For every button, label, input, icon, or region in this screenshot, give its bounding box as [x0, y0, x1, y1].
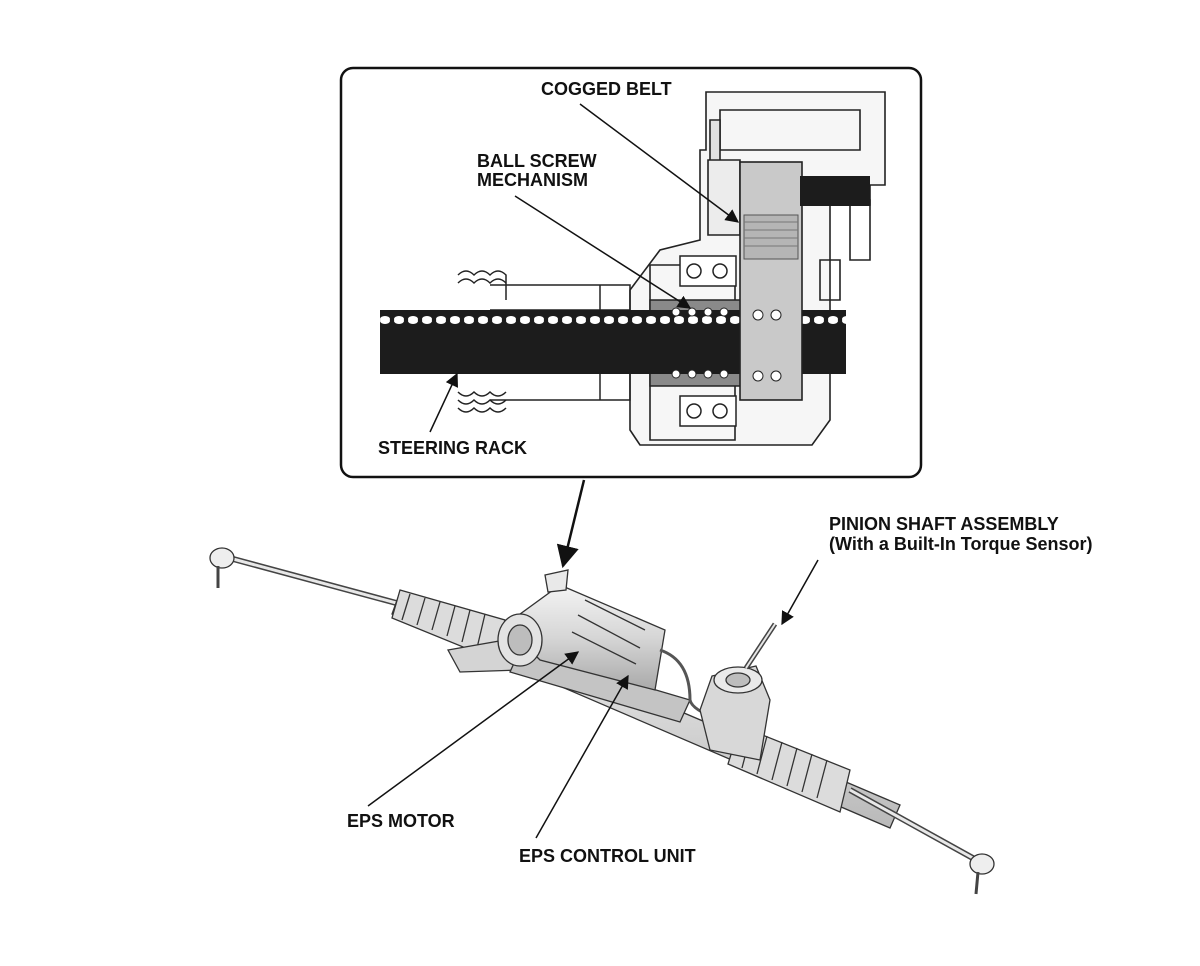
label-cogged-belt: COGGED BELT: [541, 79, 672, 99]
detail-panel: [339, 66, 923, 479]
cogged-belt-detail: [800, 176, 870, 206]
label-ball-screw-line2: MECHANISM: [477, 170, 588, 190]
pinion-housing: [699, 622, 778, 761]
panel-leaders: [429, 103, 740, 433]
steering-gear-assembly: [209, 547, 995, 895]
bearing-upper: [679, 255, 737, 287]
assembly-leaders: [367, 559, 819, 839]
label-pinion-line1: PINION SHAFT ASSEMBLY: [829, 514, 1059, 534]
label-steering-rack: STEERING RACK: [378, 438, 528, 458]
label-ball-screw-line1: BALL SCREW: [477, 151, 597, 171]
label-pinion-line2: (With a Built-In Torque Sensor): [829, 534, 1093, 554]
right-tie-rod-end: [969, 853, 995, 875]
bearing-lower: [679, 395, 737, 427]
driven-pulley: [739, 161, 803, 401]
panel-to-motor-arrow: [556, 479, 586, 569]
ball-bearings: [671, 307, 729, 379]
label-eps-control-unit: EPS CONTROL UNIT: [519, 846, 696, 866]
left-tie-rod-end: [209, 547, 235, 569]
eps-motor-body: [497, 569, 666, 691]
label-eps-motor: EPS MOTOR: [347, 811, 455, 831]
